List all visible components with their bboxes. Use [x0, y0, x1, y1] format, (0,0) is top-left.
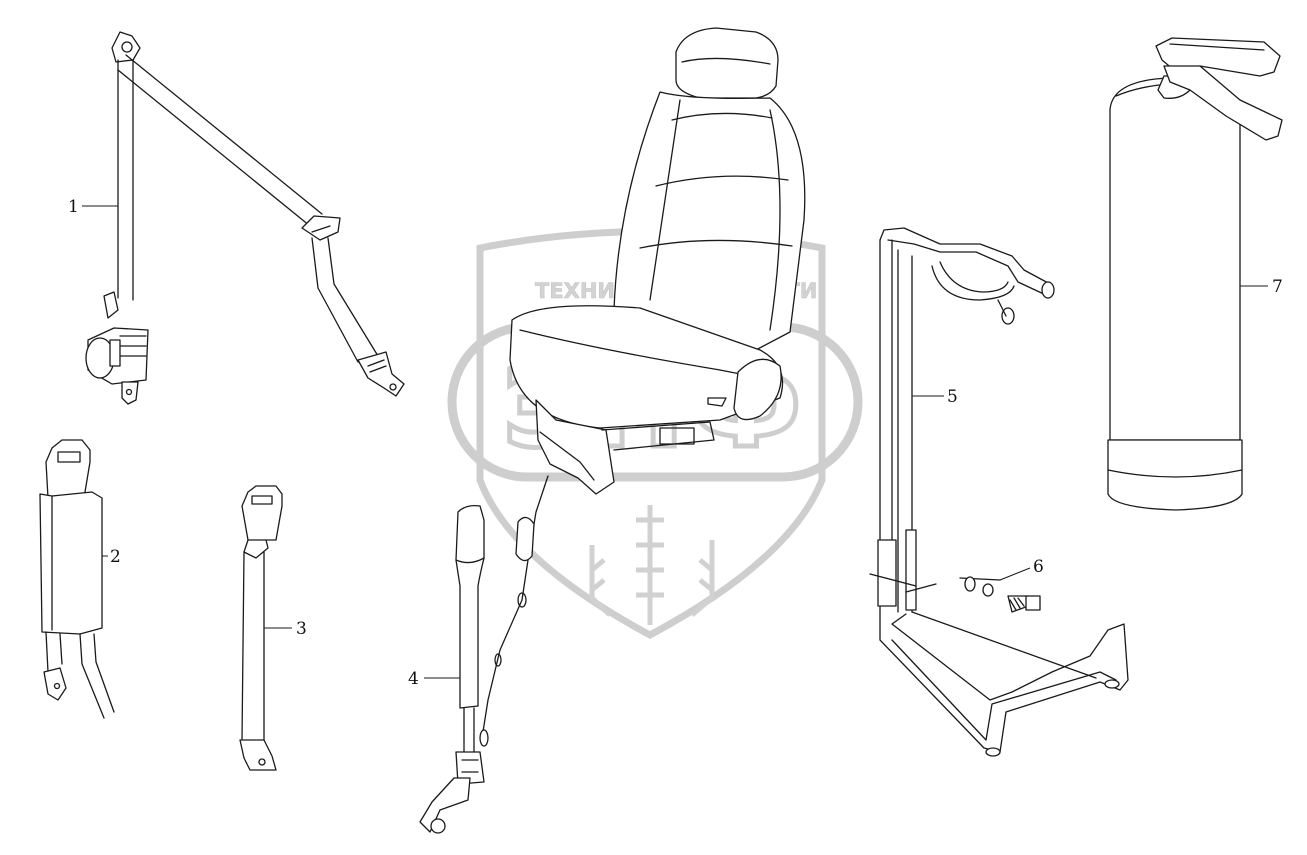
callout-7: 7: [1240, 277, 1283, 297]
callout-label-6: 6: [1033, 557, 1044, 577]
callout-label-3: 3: [296, 619, 307, 639]
callout-label-4: 4: [408, 669, 419, 689]
extinguisher-bracket: [869, 227, 1129, 757]
callout-3: 3: [264, 619, 307, 639]
buckle-sleeve-assembly: [39, 439, 115, 719]
fastener-set: [905, 576, 1041, 613]
buckle-strap-assembly: [239, 485, 283, 771]
driver-seat: [481, 27, 806, 739]
callout-label-5: 5: [947, 387, 958, 407]
callout-label-2: 2: [110, 547, 121, 567]
seat-belt-assembly: [85, 31, 405, 405]
callout-5: 5: [912, 387, 958, 407]
callout-4: 4: [408, 669, 460, 689]
callout-label-1: 1: [68, 197, 79, 217]
fire-extinguisher: [1107, 37, 1283, 511]
callout-2: 2: [102, 547, 121, 567]
callout-1: 1: [68, 197, 118, 217]
cable-buckle-assembly: [419, 504, 489, 834]
callout-6: 6: [999, 557, 1044, 581]
watermark-wheat-icon: [589, 505, 715, 625]
callout-label-7: 7: [1272, 277, 1283, 297]
